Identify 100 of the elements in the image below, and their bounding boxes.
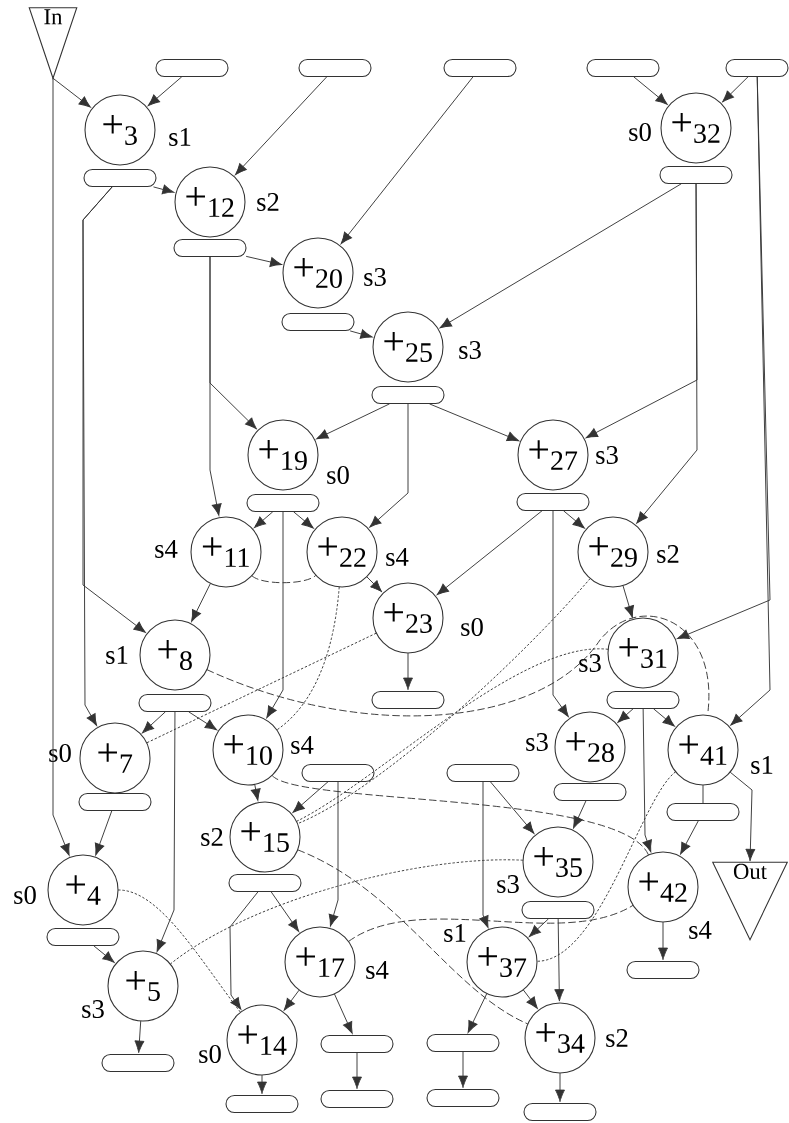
arrow	[350, 329, 373, 339]
stage-label: s1	[751, 756, 773, 774]
stage-label: s4	[689, 921, 712, 939]
arrow	[366, 576, 383, 593]
register-bar	[626, 960, 700, 980]
arrow	[555, 1073, 565, 1102]
register-bar	[553, 782, 627, 802]
stage-label: s2	[657, 545, 679, 563]
register-bar	[606, 690, 680, 710]
register-bar	[371, 385, 445, 405]
stage-label: s3	[364, 268, 386, 286]
stage-label: s4	[386, 548, 409, 566]
arrow	[253, 511, 273, 529]
arrow	[490, 781, 535, 834]
arrow	[153, 184, 175, 195]
arrow	[209, 256, 222, 516]
register-bar	[173, 238, 247, 258]
stage-label: s3	[459, 341, 481, 359]
stage-label: s3	[596, 446, 618, 464]
arrow	[156, 711, 176, 952]
stage-label: s4	[291, 736, 314, 754]
arrow	[552, 510, 569, 718]
register-bar	[298, 58, 372, 78]
stage-label: s4	[155, 540, 178, 558]
arrow	[93, 945, 115, 963]
arrow	[270, 891, 300, 932]
register-bar	[320, 1034, 394, 1054]
arrow	[479, 781, 489, 928]
register-bar	[101, 1053, 175, 1073]
stage-label: s0	[14, 886, 36, 904]
arrow	[147, 76, 182, 107]
arrow	[467, 993, 488, 1033]
arrow	[658, 922, 668, 960]
register-bar	[725, 58, 789, 78]
stage-label: s0	[461, 618, 483, 636]
register-bar	[446, 763, 520, 783]
line	[702, 785, 704, 804]
register-bar	[516, 492, 590, 512]
arrow	[633, 76, 668, 105]
register-bar	[228, 873, 302, 893]
stage-label: s0	[327, 466, 349, 484]
register-bar	[78, 792, 152, 812]
dashed-line	[297, 578, 591, 824]
arrow	[622, 585, 634, 618]
arrow	[563, 510, 585, 529]
register-bar	[666, 802, 740, 822]
stage-label: s0	[629, 123, 651, 141]
arrow	[316, 403, 390, 440]
register-bar	[523, 1102, 597, 1122]
stage-label: s3	[82, 1000, 104, 1018]
arrow	[340, 76, 474, 245]
arrow	[528, 918, 549, 938]
arrow	[436, 510, 543, 596]
arrow	[134, 1021, 145, 1053]
dashed-line	[296, 648, 609, 822]
register-bar	[320, 1089, 394, 1109]
arrow	[523, 989, 538, 1009]
dashed-line	[276, 586, 340, 731]
stage-label: s0	[199, 1045, 221, 1063]
stage-label: s0	[49, 744, 71, 762]
arrow	[328, 781, 339, 927]
stage-label: s2	[201, 828, 223, 846]
arrow	[229, 891, 259, 1010]
stage-label: s1	[444, 924, 466, 942]
arrow	[188, 711, 218, 731]
arrow	[82, 186, 113, 726]
arrow	[293, 511, 314, 529]
register-bar	[155, 58, 229, 78]
arrow	[573, 800, 587, 829]
dashed-line	[348, 905, 634, 942]
arrow	[680, 820, 699, 855]
dashed-line	[170, 859, 523, 965]
arrow	[246, 255, 283, 267]
arrow	[142, 711, 166, 734]
arrow	[722, 76, 749, 103]
arrow	[52, 77, 91, 108]
arrow	[403, 653, 413, 690]
arrow	[439, 183, 682, 329]
register-bar	[521, 900, 595, 920]
arrow	[730, 76, 771, 726]
register-bar	[246, 493, 320, 513]
stage-label: s3	[579, 654, 601, 672]
stage-label: s3	[497, 875, 519, 893]
arrow	[191, 583, 211, 622]
dashed-line	[206, 615, 710, 717]
arrow	[636, 183, 698, 524]
register-bar	[225, 1094, 299, 1114]
dashed-line	[271, 775, 649, 856]
register-bar	[281, 312, 355, 332]
arrow	[554, 918, 565, 1002]
dashed-line	[251, 575, 316, 584]
stage-label: s4	[366, 961, 389, 979]
register-bar	[426, 1033, 500, 1053]
stage-label: s2	[606, 1029, 628, 1047]
register-bar	[301, 763, 375, 783]
register-bar	[371, 690, 445, 710]
arrow	[617, 708, 634, 723]
arrow	[429, 403, 519, 442]
arrow	[257, 1075, 267, 1094]
arrow	[52, 77, 70, 856]
